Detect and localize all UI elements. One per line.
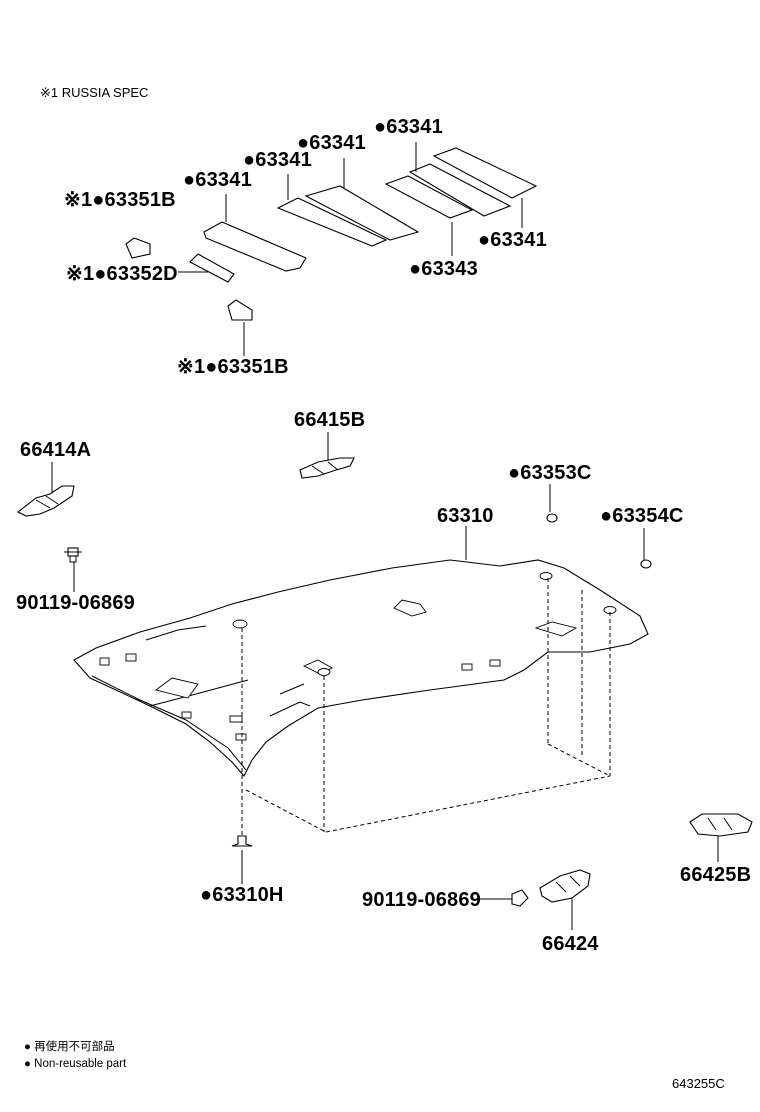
pad-63341-a xyxy=(203,221,307,272)
label-90119-right: 90119-06869 xyxy=(362,889,481,911)
pad-63341-c xyxy=(304,185,420,241)
legend-en: ● Non-reusable part xyxy=(24,1058,127,1070)
headliner-63310 xyxy=(73,559,649,777)
clip-63354C xyxy=(640,559,652,569)
assembly-guides xyxy=(241,578,611,846)
leader-lines-top xyxy=(178,142,523,356)
label-66415B: 66415B xyxy=(294,409,366,431)
label-63352D: ※1●63352D xyxy=(66,263,178,285)
screw-90119-left xyxy=(64,547,82,563)
label-66425B: 66425B xyxy=(680,864,752,886)
label-63310H: ●63310H xyxy=(200,884,284,906)
spec-note: ※1 RUSSIA SPEC xyxy=(40,85,149,100)
label-63310: 63310 xyxy=(437,505,494,527)
bracket-66425B xyxy=(689,813,753,837)
pad-63351B-bottom xyxy=(227,299,253,321)
pad-63341-d xyxy=(384,175,474,219)
assist-grip-bracket-66414A xyxy=(16,485,75,517)
label-66424: 66424 xyxy=(542,933,599,955)
label-90119-left: 90119-06869 xyxy=(16,592,135,614)
bracket-66415B xyxy=(299,457,355,479)
bracket-66424 xyxy=(539,869,591,903)
label-63351B-bottom: ※1●63351B xyxy=(177,356,289,378)
pad-63343 xyxy=(408,163,512,217)
label-63351B-top: ※1●63351B xyxy=(64,189,176,211)
label-63343: ●63343 xyxy=(409,258,478,280)
label-63341-d: ●63341 xyxy=(374,116,443,138)
label-66414A: 66414A xyxy=(20,439,92,461)
pad-63352D xyxy=(189,253,235,283)
label-63341-b: ●63341 xyxy=(243,149,312,171)
label-63341-a: ●63341 xyxy=(183,169,252,191)
pad-63341-e xyxy=(432,147,538,199)
leader-lines-middle xyxy=(51,432,719,930)
label-63353C: ●63353C xyxy=(508,462,592,484)
label-63354C: ●63354C xyxy=(600,505,684,527)
diagram-code: 643255C xyxy=(672,1076,725,1091)
pad-63351B-top xyxy=(125,237,151,259)
label-63341-e: ●63341 xyxy=(478,229,547,251)
label-63341-c: ●63341 xyxy=(297,132,366,154)
pad-63341-b xyxy=(276,197,388,247)
clip-63310H xyxy=(231,835,253,847)
screw-90119-right xyxy=(511,889,529,907)
legend-jp: ● 再使用不可部品 xyxy=(24,1041,115,1053)
clip-63353C xyxy=(546,513,558,523)
